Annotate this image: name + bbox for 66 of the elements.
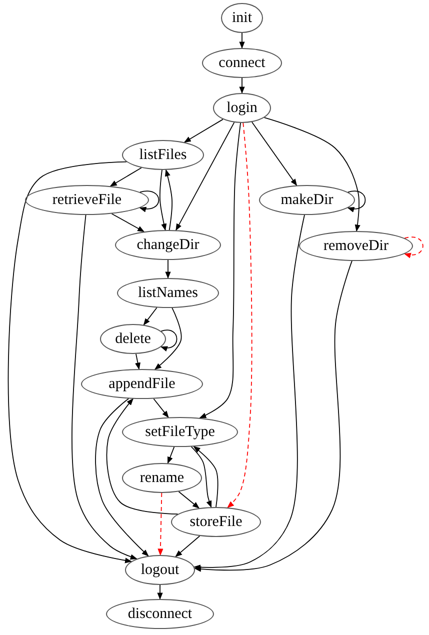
state-label: init [232,10,252,26]
arrow [159,170,167,231]
state-ellipse [122,140,204,170]
state-label: makeDir [280,192,334,208]
state-ellipse [25,185,149,215]
arrow [190,446,212,508]
arrow [175,536,200,558]
self-loop-arrow [139,190,160,212]
arrow [164,169,172,230]
arrow [194,214,305,570]
state-label: storeFile [190,514,242,530]
arrow [72,214,138,560]
state-ellipse [100,324,166,354]
arrow [194,260,352,572]
arrow [8,161,132,564]
state-label: login [226,100,258,116]
state-ellipse [259,185,355,215]
arrow [157,584,163,600]
state-ellipse [122,417,238,447]
state-label: removeDir [324,238,388,254]
arrow [165,260,171,279]
state-ellipse [106,599,214,629]
arrow [239,32,245,49]
state-ellipse [202,48,282,78]
self-loop-arrow [347,190,366,212]
state-label: listNames [138,284,198,302]
state-ellipse [171,507,261,537]
arrow [264,117,360,232]
self-loop-arrow [404,236,424,258]
state-label: rename [140,470,184,486]
self-loop-arrow [160,330,178,351]
state-label: delete [115,330,151,348]
arrow [193,446,218,508]
state-ellipse [221,3,263,33]
state-ellipse [122,463,202,493]
arrow [176,122,235,231]
state-ellipse [115,230,221,260]
state-label: disconnect [128,606,192,622]
arrow [106,398,178,514]
arrow [153,398,169,418]
arrow [184,118,224,143]
state-label: logout [140,562,180,578]
arrow [110,167,142,187]
state-label: changeDir [136,236,200,254]
state-ellipse [213,93,271,123]
arrow [158,492,164,556]
arrow [199,122,241,418]
arrow [111,213,145,232]
state-ellipse [299,231,413,261]
arrow [154,308,182,370]
arrow [135,354,141,370]
arrow [178,491,200,509]
state-ellipse [81,369,203,399]
state-ellipse [125,555,195,585]
state-label: listFiles [139,146,187,164]
state-label: setFileType [145,424,215,440]
arrow [227,122,252,508]
state-label: appendFile [108,376,176,392]
arrow [95,398,149,556]
arrow [239,78,245,94]
state-label: connect [218,54,266,72]
arrow [252,122,298,186]
state-label: retrieveFile [52,192,122,208]
arrow [167,446,175,464]
state-ellipse [117,278,219,308]
arrow [143,307,158,326]
